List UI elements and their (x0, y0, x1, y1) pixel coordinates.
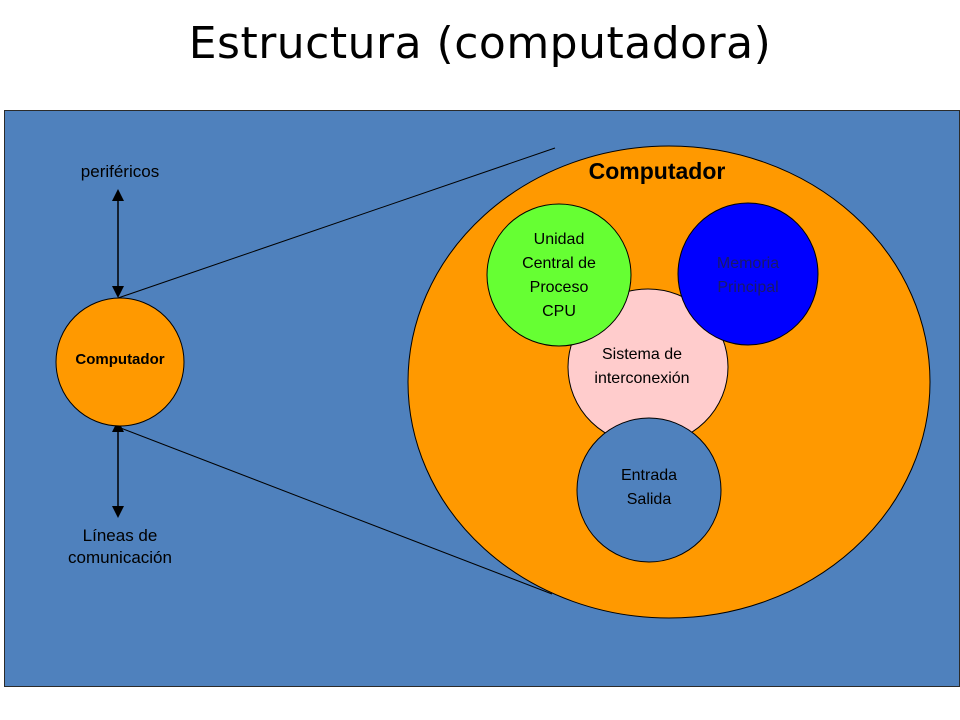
cpu-label-line-2: Central de (522, 255, 596, 272)
zoom-line-bottom (117, 426, 553, 595)
interconnect-label-line-1: Sistema de (601, 346, 683, 363)
comm-lines-label: Líneas de comunicación (30, 525, 210, 569)
peripherals-label: periféricos (80, 162, 160, 181)
computer-small-circle (55, 297, 185, 427)
memory-label: Memoria Principal (678, 252, 818, 300)
comm-lines-line-1: Líneas de (82, 526, 158, 545)
cpu-label-line-4: CPU (542, 303, 576, 320)
cpu-label-line-3: Proceso (529, 279, 589, 296)
zoom-line-top (117, 147, 556, 299)
slide-title: Estructura (computadora) (188, 18, 772, 69)
cpu-label-line-1: Unidad (533, 231, 585, 248)
memory-circle (677, 202, 819, 346)
io-label-line-2: Salida (626, 491, 672, 508)
io-label-line-1: Entrada (620, 467, 678, 484)
computer-big-label: Computador (588, 158, 726, 184)
cpu-label: Unidad Central de Proceso CPU (489, 228, 629, 324)
memory-label-line-1: Memoria (716, 255, 780, 272)
computer-small-label: Computador (75, 351, 165, 368)
interconnect-label: Sistema de interconexión (562, 343, 722, 391)
io-circle (576, 417, 722, 563)
cpu-circle (486, 203, 632, 347)
comm-lines-line-2: comunicación (68, 548, 172, 567)
memory-label-line-2: Principal (717, 279, 779, 296)
interconnect-label-line-2: interconexión (594, 370, 690, 387)
io-label: Entrada Salida (579, 464, 719, 512)
